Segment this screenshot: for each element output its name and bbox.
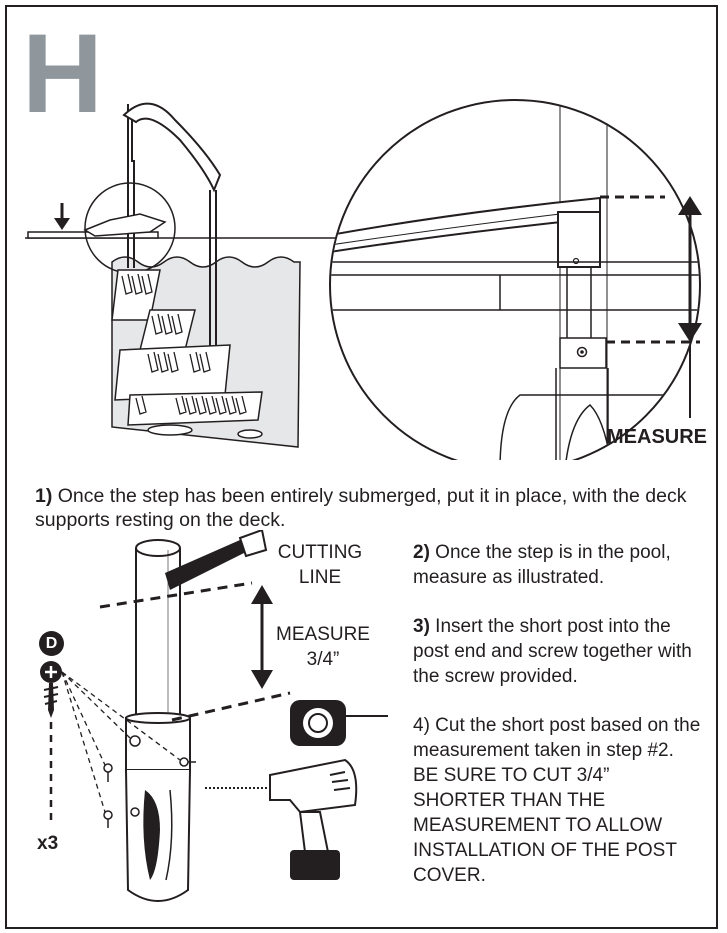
cutting-line-label: CUTTING LINE [277, 542, 363, 588]
step3-text: Insert the short post into the post end … [413, 616, 692, 687]
handrail [122, 102, 222, 193]
step4-instruction: 4) Cut the short post based on the measu… [413, 715, 701, 886]
quantity-label: x3 [37, 833, 59, 854]
step2-text: Once the step is in the pool, measure as… [413, 542, 671, 588]
drill-icon [205, 758, 358, 880]
step1-instruction: 1) Once the step has been entirely subme… [35, 484, 695, 532]
step2-instruction: 2) Once the step is in the pool, measure… [413, 540, 703, 590]
step2-number: 2) [413, 542, 430, 563]
screw-icon [40, 661, 62, 825]
page-frame [5, 5, 718, 929]
step1-text: Once the step has been entirely submerge… [35, 485, 687, 531]
short-post [125, 539, 191, 902]
measure-label: MEASURE [607, 426, 708, 448]
step-letter: H [22, 11, 103, 136]
instruction-steps: 2) Once the step is in the pool, measure… [413, 540, 703, 912]
step3-instruction: 3) Insert the short post into the post e… [413, 614, 703, 689]
measure-post-label: MEASURE 3/4” [276, 624, 370, 670]
magnified-detail [329, 99, 702, 460]
step3-number: 3) [413, 616, 430, 637]
arrow-down-icon [54, 203, 70, 230]
step1-number: 1) [35, 485, 53, 507]
part-d-badge: D [39, 631, 64, 656]
post-cutting-illustration [40, 530, 388, 902]
saw-icon [165, 530, 268, 590]
double-arrow-icon [678, 196, 702, 342]
pool-step-illustration [25, 99, 702, 460]
tape-measure-icon [290, 700, 388, 746]
double-arrow-icon [251, 585, 273, 689]
